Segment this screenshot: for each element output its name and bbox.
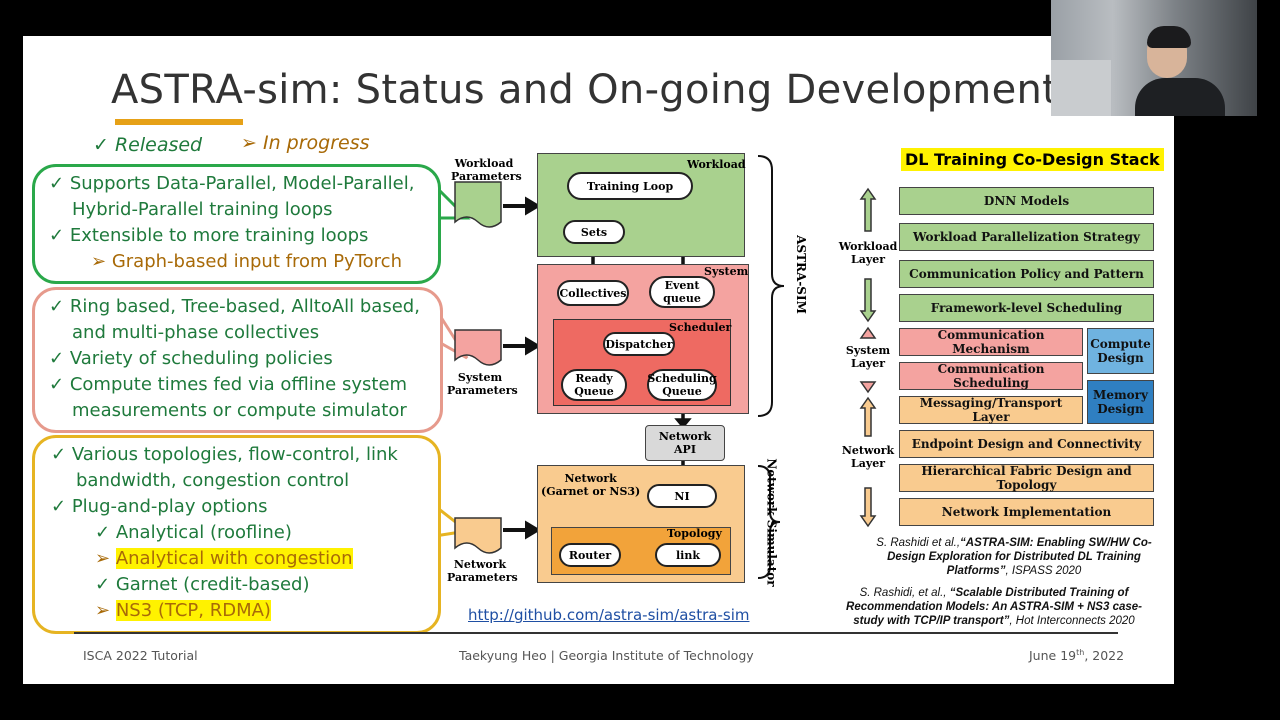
list-item: ✓ Ring based, Tree-based, AlltoAll based… bbox=[49, 296, 420, 317]
arrow-bullet-icon: ➢ bbox=[91, 251, 107, 272]
arrow-bullet-icon: ➢ bbox=[95, 600, 111, 621]
list-item: and multi-phase collectives bbox=[72, 322, 320, 343]
stack-row: DNN Models bbox=[899, 187, 1154, 215]
workload-parameters-label: Workload Parameters bbox=[451, 157, 522, 183]
check-icon: ✓ bbox=[93, 134, 115, 156]
router-node: Router bbox=[559, 543, 621, 567]
stack-row: Workload Parallelization Strategy bbox=[899, 223, 1154, 251]
title-underline bbox=[115, 119, 243, 125]
sets-node: Sets bbox=[563, 220, 625, 244]
topology-label: Topology bbox=[667, 527, 722, 540]
list-item: ✓ Various topologies, flow-control, link bbox=[51, 444, 398, 465]
arrow-bullet-icon: ➢ bbox=[241, 132, 263, 154]
network-parameters-label: Network Parameters bbox=[447, 558, 518, 584]
check-icon: ✓ bbox=[95, 574, 111, 595]
list-item: ✓ Garnet (credit-based) bbox=[95, 574, 310, 595]
network-parameters-doc-icon bbox=[454, 517, 502, 554]
legend-in-progress: ➢ In progress bbox=[241, 132, 370, 154]
workload-down-arrow bbox=[859, 278, 877, 323]
check-icon: ✓ bbox=[51, 444, 67, 465]
stack-row: Communication Policy and Pattern bbox=[899, 260, 1154, 288]
list-item: ➢ NS3 (TCP, RDMA) bbox=[95, 600, 271, 621]
list-item: measurements or compute simulator bbox=[72, 400, 407, 421]
footer-center: Taekyung Heo | Georgia Institute of Tech… bbox=[459, 648, 754, 663]
stack-row: Network Implementation bbox=[899, 498, 1154, 526]
check-icon: ✓ bbox=[49, 374, 65, 395]
system-module-label: System bbox=[704, 265, 749, 278]
footer-date: June 19th, 2022 bbox=[1029, 648, 1125, 664]
list-item: bandwidth, congestion control bbox=[76, 470, 350, 491]
list-item: ✓ Supports Data-Parallel, Model-Parallel… bbox=[49, 173, 415, 194]
scheduling-queue-node: Scheduling Queue bbox=[647, 369, 717, 401]
scheduler-label: Scheduler bbox=[669, 321, 732, 334]
system-up-arrow bbox=[859, 326, 877, 339]
stack-row: Hierarchical Fabric Design and Topology bbox=[899, 464, 1154, 492]
reference-1: S. Rashidi et al.,“ASTRA-SIM: Enabling S… bbox=[876, 537, 1152, 577]
list-item: ✓ Variety of scheduling policies bbox=[49, 348, 333, 369]
stack-row: Communication Scheduling bbox=[899, 362, 1083, 390]
stack-row: Endpoint Design and Connectivity bbox=[899, 430, 1154, 458]
event-queue-node: Event queue bbox=[649, 276, 715, 308]
check-icon: ✓ bbox=[49, 225, 65, 246]
github-link[interactable]: http://github.com/astra-sim/astra-sim bbox=[468, 606, 750, 624]
footer-rule bbox=[74, 632, 1118, 634]
compute-design-box: Compute Design bbox=[1087, 328, 1154, 374]
check-icon: ✓ bbox=[49, 348, 65, 369]
legend-released: ✓ Released bbox=[93, 134, 203, 156]
system-callout bbox=[32, 287, 443, 433]
presenter-webcam bbox=[1051, 0, 1257, 116]
check-icon: ✓ bbox=[49, 173, 65, 194]
slide-title: ASTRA-sim: Status and On-going Developme… bbox=[111, 67, 1059, 113]
dispatcher-node: Dispatcher bbox=[603, 332, 675, 356]
list-item: ➢ Graph-based input from PyTorch bbox=[91, 251, 402, 272]
ready-queue-node: Ready Queue bbox=[561, 369, 627, 401]
workload-up-arrow bbox=[859, 187, 877, 232]
check-icon: ✓ bbox=[49, 296, 65, 317]
ni-node: NI bbox=[647, 484, 717, 508]
reference-2: S. Rashidi, et al., “Scalable Distribute… bbox=[846, 587, 1142, 627]
list-item: ✓ Compute times fed via offline system bbox=[49, 374, 408, 395]
check-icon: ✓ bbox=[95, 522, 111, 543]
network-api-box: Network API bbox=[645, 425, 725, 461]
list-item: ✓ Plug-and-play options bbox=[51, 496, 268, 517]
arrow-bullet-icon: ➢ bbox=[95, 548, 111, 569]
system-layer-label: System Layer bbox=[845, 344, 891, 370]
stack-row: Communication Mechanism bbox=[899, 328, 1083, 356]
system-parameters-doc-icon bbox=[454, 329, 502, 366]
system-down-arrow bbox=[859, 381, 877, 394]
stack-row: Messaging/Transport Layer bbox=[899, 396, 1083, 424]
astra-sim-brace bbox=[757, 155, 785, 417]
system-parameters-label: System Parameters bbox=[447, 371, 518, 397]
workload-callout bbox=[32, 164, 441, 284]
network-up-arrow bbox=[859, 396, 877, 437]
training-loop-node: Training Loop bbox=[567, 172, 693, 200]
workload-parameters-doc-icon bbox=[454, 181, 502, 228]
stack-row: Framework-level Scheduling bbox=[899, 294, 1154, 322]
network-module-label: Network (Garnet or NS3) bbox=[541, 472, 641, 498]
footer-left: ISCA 2022 Tutorial bbox=[83, 648, 198, 663]
collectives-node: Collectives bbox=[557, 280, 629, 306]
check-icon: ✓ bbox=[51, 496, 67, 517]
list-item: Hybrid-Parallel training loops bbox=[72, 199, 333, 220]
slide: ASTRA-sim: Status and On-going Developme… bbox=[23, 36, 1174, 684]
stack-arrows bbox=[859, 187, 877, 528]
network-down-arrow bbox=[859, 487, 877, 528]
workload-layer-label: Workload Layer bbox=[838, 240, 898, 266]
list-item: ✓ Extensible to more training loops bbox=[49, 225, 369, 246]
network-simulator-brace bbox=[757, 465, 781, 579]
list-item: ➢ Analytical with congestion bbox=[95, 548, 353, 569]
link-node: link bbox=[655, 543, 721, 567]
list-item: ✓ Analytical (roofline) bbox=[95, 522, 292, 543]
memory-design-box: Memory Design bbox=[1087, 380, 1154, 424]
stack-title: DL Training Co-Design Stack bbox=[901, 148, 1164, 171]
network-layer-label: Network Layer bbox=[841, 444, 895, 470]
workload-module-label: Workload bbox=[687, 158, 746, 171]
